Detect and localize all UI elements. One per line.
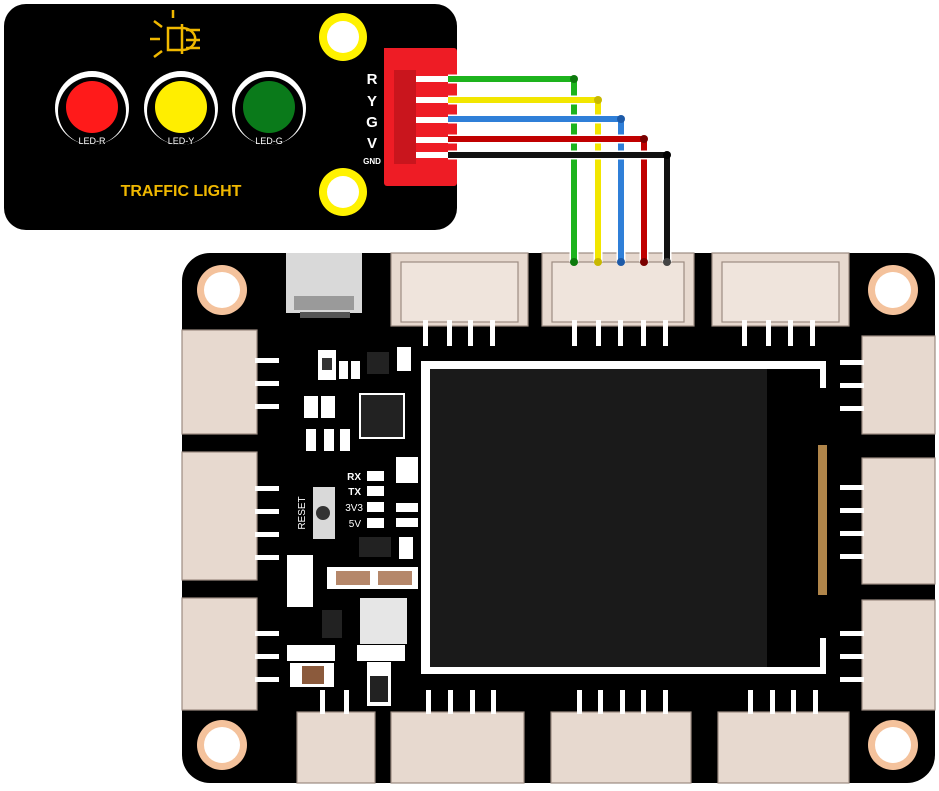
top-connector-pins <box>423 320 815 346</box>
left-connector-pins <box>255 358 279 682</box>
wire-g <box>448 114 626 266</box>
silk-5v: 5V <box>349 519 362 530</box>
silk-tx: TX <box>348 487 361 498</box>
silkscreen-labels: RX TX 3V3 5V RESET <box>297 472 363 530</box>
bottom-connectors <box>296 711 850 784</box>
wire-r <box>448 74 579 266</box>
pin-label-r: R <box>367 71 378 88</box>
pin-label-y: Y <box>367 93 377 110</box>
silk-rx: RX <box>347 472 361 483</box>
silk-five: 5 <box>401 360 412 366</box>
led-red-lens <box>66 81 118 133</box>
silk-reset: RESET <box>297 496 308 529</box>
pin-label-gnd: GND <box>363 157 381 166</box>
controller-board: 5 RX TX 3V3 <box>181 252 936 784</box>
smd-components: 5 <box>287 347 418 706</box>
left-connectors <box>181 329 258 711</box>
right-connector-pins <box>840 360 864 682</box>
traffic-light-module: LED-R LED-Y LED-G TRAFFIC LIGHT R Y G V … <box>4 4 457 230</box>
led-green-lens <box>243 81 295 133</box>
reset-button[interactable] <box>316 506 330 520</box>
wires <box>448 74 672 266</box>
module-title: TRAFFIC LIGHT <box>121 183 242 200</box>
wire-y <box>448 95 603 266</box>
led-yellow-label: LED-Y <box>168 136 195 146</box>
module-connector <box>384 48 457 186</box>
led-yellow-lens <box>155 81 207 133</box>
usb-c-port <box>286 253 362 318</box>
led-red: LED-R <box>55 71 129 146</box>
led-green-label: LED-G <box>255 136 283 146</box>
silk-3v3: 3V3 <box>345 503 363 514</box>
board-mount-holes <box>197 265 918 770</box>
top-connectors <box>390 252 850 327</box>
bottom-connector-pins <box>320 690 818 714</box>
light-bulb-icon <box>150 10 200 58</box>
wire-gnd <box>448 150 672 266</box>
wire-v <box>448 134 649 266</box>
led-red-label: LED-R <box>78 136 106 146</box>
right-connectors <box>861 335 936 711</box>
led-yellow: LED-Y <box>144 71 218 146</box>
pin-label-v: V <box>367 135 377 152</box>
lcd-display <box>421 361 827 674</box>
led-green: LED-G <box>232 71 306 146</box>
pin-label-g: G <box>366 114 378 131</box>
